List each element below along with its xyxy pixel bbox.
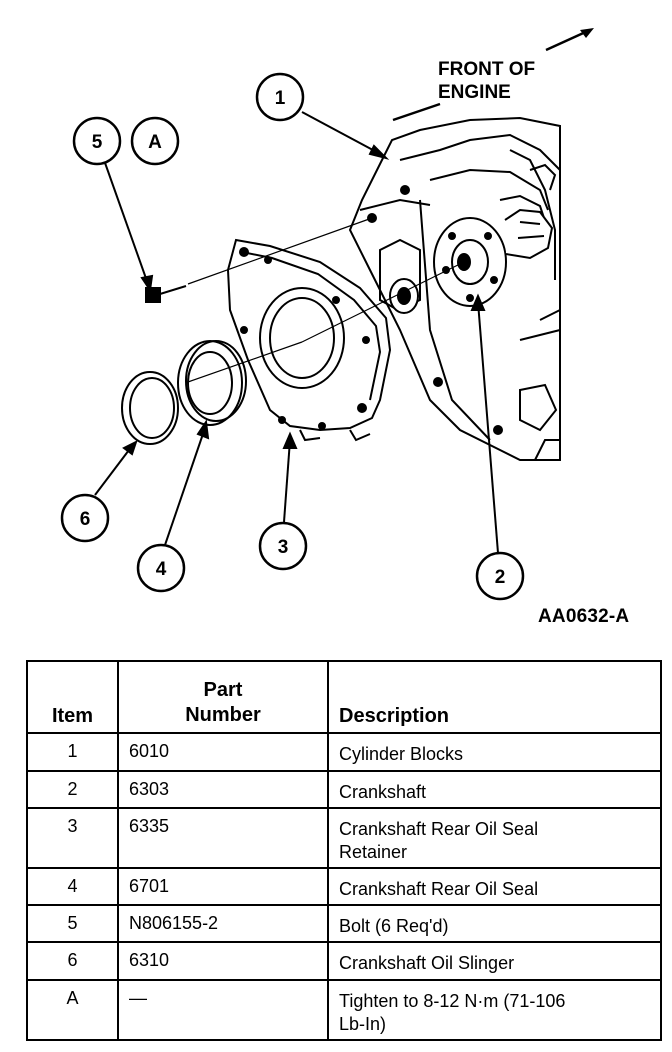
- front-label-line1: FRONT OF: [438, 59, 535, 80]
- row-item: 2: [26, 770, 119, 809]
- callout-4: 4: [136, 543, 186, 593]
- callout-2-label: 2: [495, 567, 506, 588]
- callout-a: A: [130, 116, 180, 166]
- row-description-line1: Crankshaft Rear Oil Seal: [339, 879, 539, 899]
- front-of-engine-arrow: [392, 28, 594, 122]
- row-description: Crankshaft: [327, 770, 662, 809]
- row-description: Cylinder Blocks: [327, 732, 662, 772]
- row-description-line1: Tighten to 8-12 N·m (71-106: [339, 991, 566, 1011]
- row-description: Crankshaft Oil Slinger: [327, 941, 662, 981]
- row-description-line1: Crankshaft Rear Oil Seal: [339, 819, 539, 839]
- table-row: 5 N806155-2 Bolt (6 Req'd): [26, 904, 662, 943]
- callout-2: 2: [475, 551, 525, 601]
- table-row: 4 6701 Crankshaft Rear Oil Seal: [26, 867, 662, 906]
- callout-3: 3: [258, 521, 308, 571]
- row-item: 6: [26, 941, 119, 981]
- oil-slinger-drawing: [121, 371, 179, 445]
- crankshaft-drawing: [433, 208, 554, 307]
- front-label-line2: ENGINE: [438, 82, 511, 103]
- row-description-line2: Lb-In): [339, 1014, 387, 1034]
- row-part-number: 6335: [117, 807, 329, 869]
- table-row: 1 6010 Cylinder Blocks: [26, 732, 662, 772]
- row-description-line1: Bolt (6 Req'd): [339, 916, 449, 936]
- callout-1-label: 1: [275, 88, 286, 109]
- header-part-line1: Part: [203, 679, 243, 701]
- row-item: A: [26, 979, 119, 1041]
- parts-table: Item Part Number Description 1 6010 Cyli…: [26, 660, 662, 1041]
- table-row: 6 6310 Crankshaft Oil Slinger: [26, 941, 662, 981]
- callout-3-label: 3: [278, 537, 289, 558]
- row-part-number: 6010: [117, 732, 329, 772]
- row-description-line1: Crankshaft: [339, 782, 427, 802]
- row-description: Crankshaft Rear Oil Seal: [327, 867, 662, 906]
- row-part-number: 6303: [117, 770, 329, 809]
- callout-1: 1: [255, 72, 305, 122]
- exploded-parts-diagram: FRONT OF ENGINE: [60, 28, 594, 601]
- row-item: 3: [26, 807, 119, 869]
- table-row: A — Tighten to 8-12 N·m (71-106 Lb-In): [26, 979, 662, 1041]
- figure-id: AA0632-A: [538, 606, 630, 627]
- row-description-line2: Retainer: [339, 842, 408, 862]
- callout-a-label: A: [148, 132, 162, 153]
- row-description-line1: Cylinder Blocks: [339, 744, 464, 764]
- callout-4-label: 4: [156, 559, 167, 580]
- callout-6-label: 6: [80, 509, 91, 530]
- leader-lines: [94, 111, 499, 554]
- alignment-lines: [187, 217, 465, 383]
- header-item: Item: [26, 660, 119, 734]
- row-item: 1: [26, 732, 119, 772]
- row-description: Crankshaft Rear Oil Seal Retainer: [327, 807, 662, 869]
- row-description: Tighten to 8-12 N·m (71-106 Lb-In): [327, 979, 662, 1041]
- table-header-row: Item Part Number Description: [26, 660, 662, 734]
- row-item: 5: [26, 904, 119, 943]
- row-item: 4: [26, 867, 119, 906]
- bolt-drawing: [145, 285, 187, 303]
- seal-retainer-drawing: [226, 238, 392, 442]
- row-part-number: 6310: [117, 941, 329, 981]
- header-part-number: Part Number: [117, 660, 329, 734]
- row-description-line1: Crankshaft Oil Slinger: [339, 953, 515, 973]
- row-part-number: N806155-2: [117, 904, 329, 943]
- header-description: Description: [327, 660, 662, 734]
- dowel-drawing: [389, 278, 419, 314]
- row-part-number: —: [117, 979, 329, 1041]
- row-description: Bolt (6 Req'd): [327, 904, 662, 943]
- header-part-line2: Number: [185, 704, 261, 726]
- callout-5: 5: [72, 116, 122, 166]
- callout-6: 6: [60, 493, 110, 543]
- row-part-number: 6701: [117, 867, 329, 906]
- table-row: 2 6303 Crankshaft: [26, 770, 662, 809]
- rear-oil-seal-drawing: [177, 340, 247, 426]
- table-row: 3 6335 Crankshaft Rear Oil Seal Retainer: [26, 807, 662, 869]
- callout-5-label: 5: [92, 132, 103, 153]
